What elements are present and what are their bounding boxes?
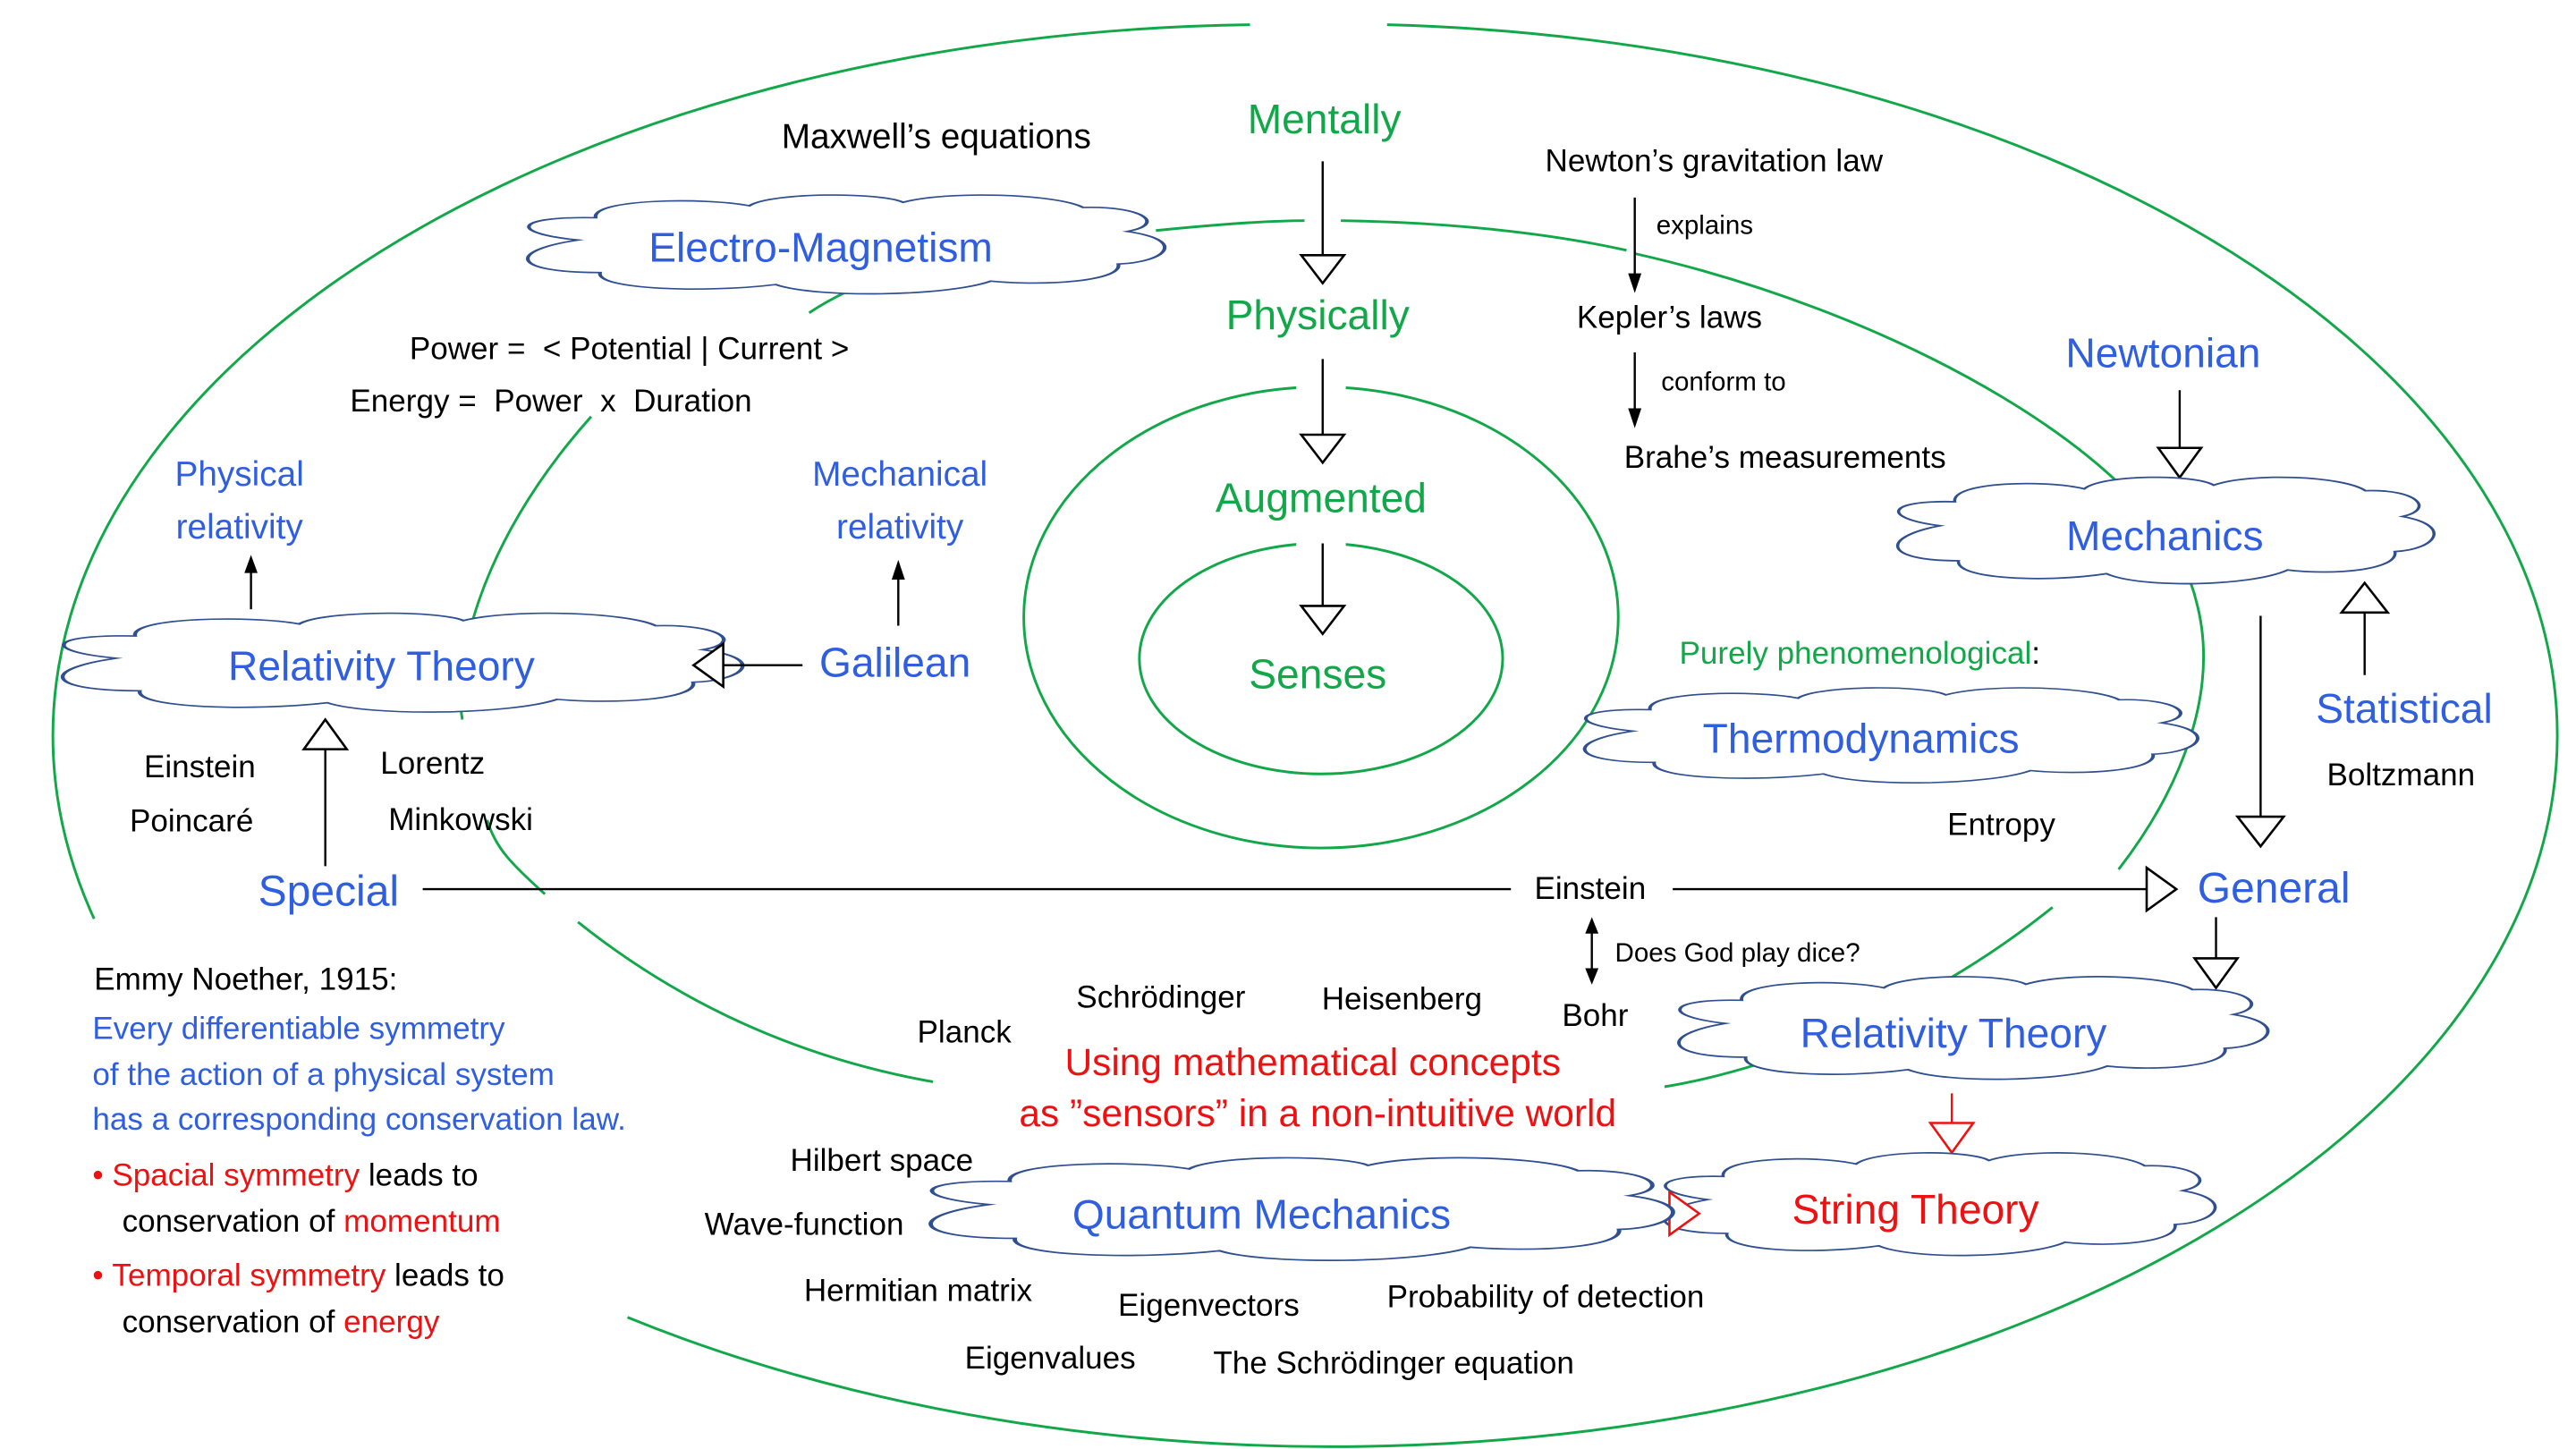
keplers-laws-label: Kepler’s laws — [1577, 300, 1762, 335]
wave-function-label: Wave-function — [705, 1208, 904, 1242]
mechanical-relativity-line2: relativity — [836, 508, 964, 547]
energy-equation: Energy = Power x Duration — [350, 384, 751, 419]
mechanics-cloud-label: Mechanics — [2066, 513, 2264, 559]
hollow-arrowhead — [1299, 254, 1347, 285]
hilbert-space-label: Hilbert space — [791, 1143, 974, 1178]
einstein-center-label: Einstein — [1534, 871, 1646, 906]
poincare-label: Poincaré — [130, 804, 253, 839]
noether-line2: of the action of a physical system — [92, 1057, 554, 1092]
label-augmented: Augmented — [1216, 475, 1427, 521]
noether-line1: Every differentiable symmetry — [92, 1012, 505, 1046]
minkowski-label: Minkowski — [388, 802, 533, 837]
newton-gravitation-label: Newton’s gravitation law — [1546, 143, 1884, 178]
sensors-statement-line2: as ”sensors” in a non-intuitive world — [1019, 1092, 1616, 1134]
arrow-down-icon — [1628, 408, 1642, 428]
noether-theorem-note: Emmy Noether, 1915: Every differentiable… — [92, 962, 625, 1339]
conform-to-label: conform to — [1661, 367, 1785, 396]
newtonian-label: Newtonian — [2065, 330, 2260, 377]
maxwells-equations-label: Maxwell’s equations — [782, 118, 1091, 157]
arrow-down-icon — [1628, 273, 1642, 293]
bohr-label: Bohr — [1562, 998, 1628, 1033]
hollow-arrowhead-up — [2339, 580, 2391, 614]
hollow-arrowhead — [2192, 957, 2241, 990]
purely-phenomenological-label: Purely phenomenological: — [1680, 636, 2041, 671]
label-senses: Senses — [1249, 651, 1386, 698]
outer-ring-arc-right-bottom — [626, 23, 2559, 1448]
arrow-up-icon — [244, 555, 258, 573]
relativity-theory-right-cloud-label: Relativity Theory — [1801, 1010, 2107, 1056]
does-god-play-dice-label: Does God play dice? — [1615, 938, 1860, 968]
galilean-label: Galilean — [819, 640, 970, 686]
physical-relativity-line1: Physical — [175, 455, 304, 494]
red-hollow-arrowhead — [1928, 1122, 1976, 1155]
eigenvalues-label: Eigenvalues — [965, 1341, 1136, 1376]
lorentz-label: Lorentz — [380, 746, 485, 781]
physical-relativity-line2: relativity — [176, 508, 304, 547]
label-mentally: Mentally — [1248, 96, 1402, 142]
noether-bullet-temporal: • Temporal symmetry leads to — [92, 1258, 504, 1293]
noether-line3: has a corresponding conservation law. — [92, 1102, 625, 1137]
label-physically: Physically — [1226, 292, 1410, 338]
mechanical-relativity-line1: Mechanical — [812, 455, 987, 494]
hollow-arrowhead — [2156, 446, 2204, 480]
einstein-left-label: Einstein — [144, 750, 256, 784]
explains-label: explains — [1657, 210, 1753, 240]
hollow-arrowhead — [1299, 605, 1347, 636]
sensors-statement-line1: Using mathematical concepts — [1064, 1041, 1560, 1083]
noether-bullet-spatial-line2: conservation of momentum — [123, 1204, 501, 1239]
heisenberg-label: Heisenberg — [1322, 982, 1482, 1017]
eigenvectors-label: Eigenvectors — [1118, 1288, 1300, 1323]
hermitian-matrix-label: Hermitian matrix — [804, 1273, 1033, 1308]
outer-ring-arc-left-top — [51, 23, 1250, 919]
arrow-up-icon — [1585, 917, 1599, 934]
probability-of-detection-label: Probability of detection — [1387, 1280, 1705, 1315]
schrodinger-equation-label: The Schrödinger equation — [1213, 1345, 1574, 1380]
hollow-arrowhead — [2234, 815, 2286, 849]
outer-ring — [51, 23, 2559, 1448]
schrodinger-label: Schrödinger — [1076, 980, 1245, 1015]
planck-label: Planck — [918, 1014, 1013, 1049]
noether-title: Emmy Noether, 1915: — [94, 962, 397, 996]
electromagnetism-cloud-label: Electro-Magnetism — [648, 225, 993, 271]
noether-bullet-spatial: • Spacial symmetry leads to — [92, 1157, 478, 1192]
power-equation: Power = < Potential | Current > — [410, 331, 850, 366]
hollow-arrowhead-right — [2145, 865, 2179, 913]
string-theory-cloud-label: String Theory — [1792, 1186, 2038, 1233]
hollow-arrowhead — [1299, 433, 1347, 465]
arrow-up-icon — [891, 559, 905, 580]
arrow-down-icon — [1585, 968, 1599, 985]
boltzmann-label: Boltzmann — [2326, 758, 2475, 792]
statistical-label: Statistical — [2316, 685, 2492, 732]
special-label: Special — [258, 869, 399, 916]
hollow-arrowhead-up — [301, 717, 350, 750]
brahes-measurements-label: Brahe’s measurements — [1624, 440, 1946, 475]
relativity-theory-left-cloud-label: Relativity Theory — [228, 642, 535, 689]
entropy-label: Entropy — [1947, 807, 2055, 842]
thermodynamics-cloud-label: Thermodynamics — [1703, 715, 2020, 761]
quantum-mechanics-cloud-label: Quantum Mechanics — [1072, 1191, 1451, 1237]
level-arrows — [1299, 161, 1347, 636]
noether-bullet-temporal-line2: conservation of energy — [123, 1304, 440, 1339]
hollow-arrowhead-left — [691, 641, 724, 690]
general-label: General — [2198, 865, 2351, 912]
